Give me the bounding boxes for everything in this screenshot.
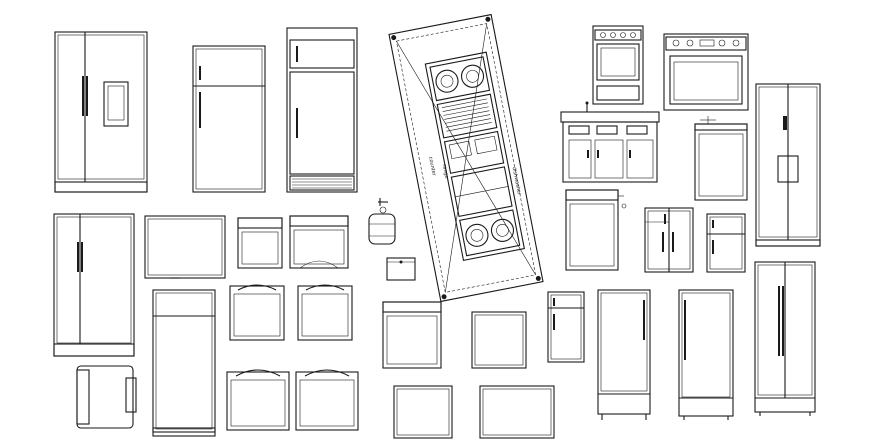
small-fridge [706, 213, 746, 273]
small-box-appliance [386, 257, 416, 281]
plan-label-range: range [441, 164, 450, 179]
washer-4 [295, 369, 359, 431]
base-cabinet [565, 189, 627, 271]
side-by-side-fridge-right [754, 261, 816, 416]
bottom-box-1 [393, 385, 453, 439]
plan-label-dishwasher: dishwasher [511, 167, 522, 197]
small-stove [592, 25, 644, 105]
single-door-fridge [597, 289, 651, 420]
side-by-side-fridge-dispenser [54, 31, 148, 193]
washer-3 [226, 369, 290, 431]
tall-fridge-dispenser [755, 83, 821, 247]
gas-cylinder [368, 198, 396, 245]
washer-1 [229, 284, 285, 341]
small-cube-2 [289, 215, 349, 269]
microwave [144, 215, 226, 279]
small-cube-1 [237, 217, 283, 269]
small-double-door-fridge [644, 207, 694, 273]
washer-2 [297, 284, 353, 341]
single-door-fridge-2 [678, 289, 734, 420]
kitchen-island-plan: counter dishwasher range [388, 13, 544, 303]
counter-with-sink [560, 101, 660, 183]
wide-oven [663, 33, 749, 111]
dryer [76, 365, 137, 429]
plan-label-counter: counter [427, 156, 437, 177]
mini-fridge [547, 291, 585, 363]
dishwasher [694, 116, 748, 201]
top-freezer-fridge [192, 45, 266, 193]
cabinet-box-2 [471, 311, 527, 369]
bottom-box-2 [479, 385, 555, 439]
left-double-fridge [53, 213, 135, 357]
tall-narrow-fridge [152, 289, 216, 437]
refrigerator-with-grille [286, 27, 358, 193]
cabinet-box-1 [382, 301, 442, 369]
